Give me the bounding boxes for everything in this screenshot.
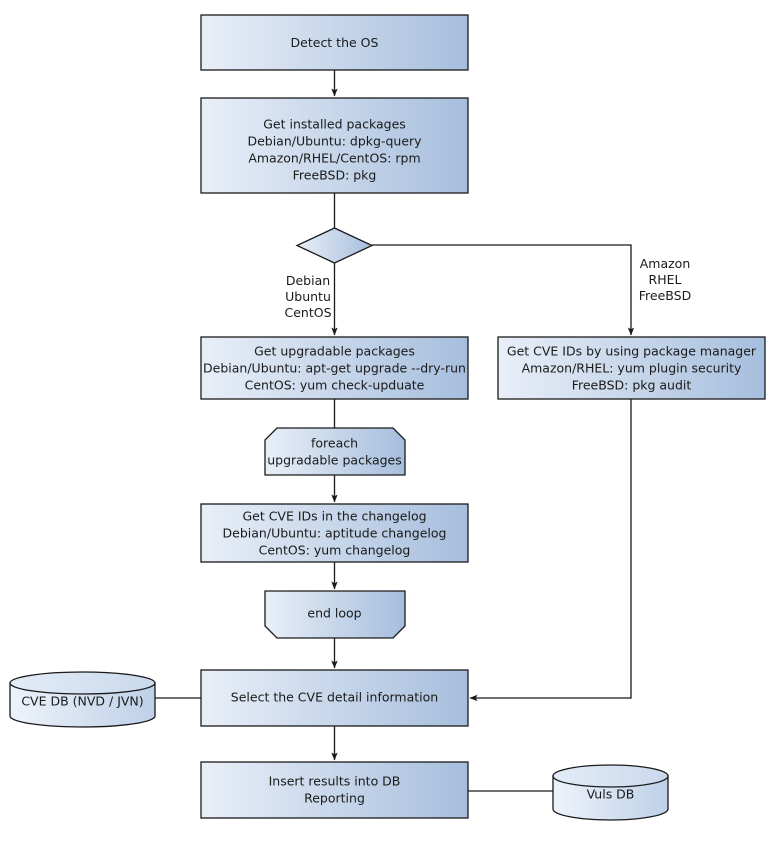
cve-db-top (9, 671, 156, 695)
node-os-decision[interactable] (295, 227, 374, 264)
foreach-loop-start-label-line-0: foreach (311, 436, 358, 451)
right-branch-line-0: Amazon (640, 256, 691, 271)
node-select-cve-detail[interactable]: Select the CVE detail information (200, 669, 469, 727)
get-cve-ids-changelog-box[interactable] (200, 503, 469, 563)
os-decision-diamond[interactable] (295, 227, 374, 264)
end-loop-label: end loop (307, 606, 361, 621)
edge-decision-to-pkgmanager (372, 244, 635, 336)
left-branch-line-0: Debian (286, 273, 330, 288)
get-upgradable-packages-label-line-0: Get upgradable packages (254, 344, 415, 359)
left-branch-line-2: CentOS (284, 305, 331, 320)
get-cve-ids-changelog-label-line-1: Debian/Ubuntu: aptitude changelog (223, 526, 447, 541)
get-upgradable-packages-box[interactable] (200, 336, 469, 400)
node-vuls-db[interactable]: Vuls DB (552, 764, 669, 821)
edge-label-left-branch: Debian Ubuntu CentOS (284, 273, 331, 320)
insert-results-box[interactable] (200, 761, 469, 819)
get-cve-ids-pkg-manager-label-line-1: Amazon/RHEL: yum plugin security (522, 361, 742, 376)
node-get-cve-ids-changelog[interactable]: Get CVE IDs in the changelog Debian/Ubun… (200, 503, 469, 563)
get-installed-packages-box[interactable] (200, 97, 469, 194)
node-insert-results[interactable]: Insert results into DB Reporting (200, 761, 469, 819)
vuls-db-top (552, 764, 669, 788)
get-cve-ids-pkg-manager-label-line-0: Get CVE IDs by using package manager (507, 344, 757, 359)
edge-label-right-branch: Amazon RHEL FreeBSD (639, 256, 691, 303)
insert-results-label-line-1: Reporting (304, 791, 365, 806)
end-loop-shape[interactable] (264, 590, 406, 639)
node-get-cve-ids-pkg-manager[interactable]: Get CVE IDs by using package manager Ama… (497, 336, 766, 400)
edge-pkgmanager-to-select (469, 399, 632, 702)
foreach-loop-start-label-line-1: upgradable packages (267, 453, 402, 468)
node-foreach-loop-start[interactable]: foreach upgradable packages (264, 427, 406, 476)
cve-db-label: CVE DB (NVD / JVN) (21, 694, 143, 709)
node-get-upgradable-packages[interactable]: Get upgradable packages Debian/Ubuntu: a… (200, 336, 469, 400)
node-end-loop[interactable]: end loop (264, 590, 406, 639)
get-cve-ids-changelog-label-line-2: CentOS: yum changelog (259, 543, 411, 558)
foreach-loop-start-shape[interactable] (264, 427, 406, 476)
vuls-db-body[interactable] (552, 775, 669, 821)
node-detect-os[interactable]: Detect the OS (200, 14, 469, 71)
node-cve-db[interactable]: CVE DB (NVD / JVN) (9, 671, 156, 728)
get-upgradable-packages-label-line-1: Debian/Ubuntu: apt-get upgrade --dry-run (203, 361, 466, 376)
get-installed-packages-label-line-0: Get installed packages (263, 117, 406, 132)
detect-os-box[interactable] (200, 14, 469, 71)
get-installed-packages-label-line-3: FreeBSD: pkg (293, 168, 377, 183)
get-cve-ids-pkg-manager-label-line-2: FreeBSD: pkg audit (572, 378, 692, 393)
select-cve-detail-box[interactable] (200, 669, 469, 727)
get-cve-ids-pkg-manager-box[interactable] (497, 336, 766, 400)
get-installed-packages-label-line-2: Amazon/RHEL/CentOS: rpm (248, 151, 420, 166)
right-branch-line-1: RHEL (649, 272, 682, 287)
insert-results-label-line-0: Insert results into DB (269, 774, 401, 789)
select-cve-detail-label: Select the CVE detail information (231, 690, 438, 705)
get-installed-packages-label-line-1: Debian/Ubuntu: dpkg-query (247, 134, 422, 149)
get-cve-ids-changelog-label-line-0: Get CVE IDs in the changelog (242, 509, 426, 524)
detect-os-label-line-0: Detect the OS (291, 35, 379, 50)
vuls-db-label: Vuls DB (587, 787, 635, 802)
connectors (155, 70, 635, 792)
node-get-installed-packages[interactable]: Get installed packages Debian/Ubuntu: dp… (200, 97, 469, 194)
right-branch-line-2: FreeBSD (639, 288, 691, 303)
get-upgradable-packages-label-line-2: CentOS: yum check-upduate (245, 378, 425, 393)
left-branch-line-1: Ubuntu (285, 289, 331, 304)
cve-db-body[interactable] (9, 682, 156, 728)
